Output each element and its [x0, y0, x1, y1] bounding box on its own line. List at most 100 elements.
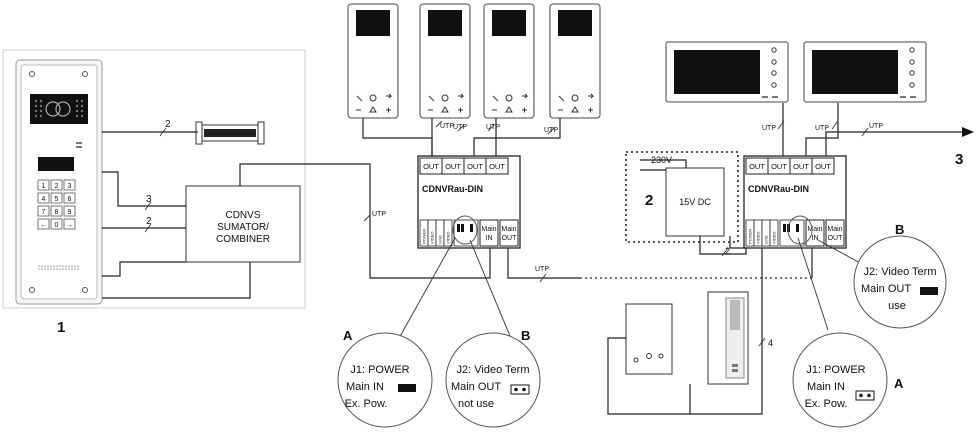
analog-handset-small: [625, 303, 673, 375]
small-port-label: LINE: [438, 235, 443, 244]
cable-count-psu: 2: [725, 246, 730, 256]
arrow-right-icon: [962, 127, 974, 137]
combiner-label-3: COMBINER: [216, 234, 270, 245]
cable-count-combiner-a: 3: [146, 194, 152, 205]
indoor-monitors-right: [665, 41, 927, 103]
small-port-label: VIDEO: [430, 232, 435, 244]
left-wiring: [102, 131, 491, 299]
out-port-label: OUT: [489, 162, 505, 171]
keypad-key: [63, 192, 76, 204]
small-port-label: VIDEO: [772, 232, 777, 244]
j2-left-line1: J2: Video Term: [457, 364, 530, 376]
keypad-key-label: →: [66, 222, 73, 229]
keypad-key-label: 3: [68, 183, 72, 190]
indoor-monitor: [419, 3, 471, 119]
main-port-label: Main: [827, 226, 842, 233]
jumper-icon: [920, 287, 938, 295]
utp-label-h4: UTP: [544, 127, 558, 134]
keypad-key: [37, 205, 50, 217]
j1-right-line3: Ex. Pow.: [805, 398, 848, 410]
utp-label-h2: UTP: [453, 124, 467, 131]
keypad-key-label: ←: [40, 222, 47, 229]
j2-right-line2: Main OUT: [861, 283, 911, 295]
j1-left-line3: Ex. Pow.: [345, 398, 388, 410]
main-port-label: Main: [481, 226, 496, 233]
monitor-icon: [665, 41, 789, 103]
main-port-label: Main: [501, 226, 516, 233]
combiner-box: [185, 185, 301, 263]
handset-wiring-left: [362, 118, 561, 156]
jumper-icon: [510, 384, 530, 395]
keypad-key-label: 8: [55, 209, 59, 216]
small-port-label: LINE: [764, 235, 769, 244]
keypad-key: [63, 205, 76, 217]
handset-wiring-bottom: [607, 248, 763, 415]
keypad-key-label: 2: [55, 183, 59, 190]
indoor-monitors-left: [347, 3, 601, 119]
callout-j1-right: [792, 332, 888, 428]
callout-j2-left: [445, 332, 541, 428]
indoor-monitor: [549, 3, 601, 119]
out-port-label: OUT: [793, 162, 809, 171]
utp-label-h1: UTP: [440, 123, 454, 130]
j1-right-line1: J1: POWER: [806, 364, 865, 376]
jumper-zoom-left: [452, 215, 478, 245]
power-supply-label: 15V DC: [679, 197, 711, 207]
keypad-key-label: 4: [42, 196, 46, 203]
keypad-key: [50, 192, 63, 204]
jumper-zoom-right: [787, 215, 813, 245]
small-port-label: POWER: [422, 229, 427, 244]
keypad-key-label: 7: [42, 209, 46, 216]
electric-lock-icon: [195, 121, 265, 145]
out-port-label: OUT: [815, 162, 831, 171]
small-port-label: VIDEO: [756, 232, 761, 244]
indoor-monitor: [483, 3, 535, 119]
callout-j2-right: [853, 235, 947, 329]
distributor-title: CDNVRau-DIN: [748, 184, 809, 194]
callout-j1-left: [337, 332, 433, 428]
keypad-key: [37, 179, 50, 191]
combiner-label-2: SUMATOR/: [217, 222, 269, 233]
utp-label-m1: UTP: [762, 125, 776, 132]
small-port-label: POWER: [748, 229, 753, 244]
power-supply-unit: [665, 167, 725, 237]
cable-count-combiner-b: 2: [146, 216, 152, 227]
system-1-frame: [2, 49, 306, 309]
j2-right-line3: use: [888, 300, 906, 312]
indoor-monitor: [347, 3, 399, 119]
main-port-label: IN: [812, 235, 819, 242]
keypad-key: [37, 192, 50, 204]
keypad-key-label: 0: [55, 222, 59, 229]
distributor-title: CDNVRau-DIN: [422, 184, 483, 194]
main-port-label: OUT: [828, 235, 844, 242]
combiner-label-1: CDNVS: [225, 210, 260, 221]
keypad-key: [63, 218, 76, 230]
keypad-key: [50, 205, 63, 217]
keypad-key: [50, 179, 63, 191]
small-port-label: VIDEO: [446, 232, 451, 244]
monitor-icon: [803, 41, 927, 103]
jumper-icon: [855, 390, 875, 401]
power-supply-frame: [625, 151, 739, 243]
utp-label-m3: UTP: [869, 123, 883, 130]
section-1-label: 1: [57, 319, 65, 336]
out-port-label: OUT: [445, 162, 461, 171]
keypad-key: [50, 218, 63, 230]
j2-left-line3: not use: [458, 398, 494, 410]
main-port-label: OUT: [502, 235, 518, 242]
out-port-label: OUT: [423, 162, 439, 171]
jumper-icon: [398, 384, 416, 392]
utp-label-h3: UTP: [486, 124, 500, 131]
callout-leaders: [397, 237, 863, 341]
cable-count-handsets: 4: [768, 338, 773, 348]
utp-label-left: UTP: [372, 211, 386, 218]
section-3-label: 3: [955, 151, 963, 168]
keypad-key-label: 9: [68, 209, 72, 216]
j1-left-line1: J1: POWER: [350, 364, 409, 376]
cable-count-lock: 2: [165, 119, 171, 130]
utp-label-trunk: UTP: [535, 266, 549, 273]
utp-label-m2: UTP: [815, 125, 829, 132]
